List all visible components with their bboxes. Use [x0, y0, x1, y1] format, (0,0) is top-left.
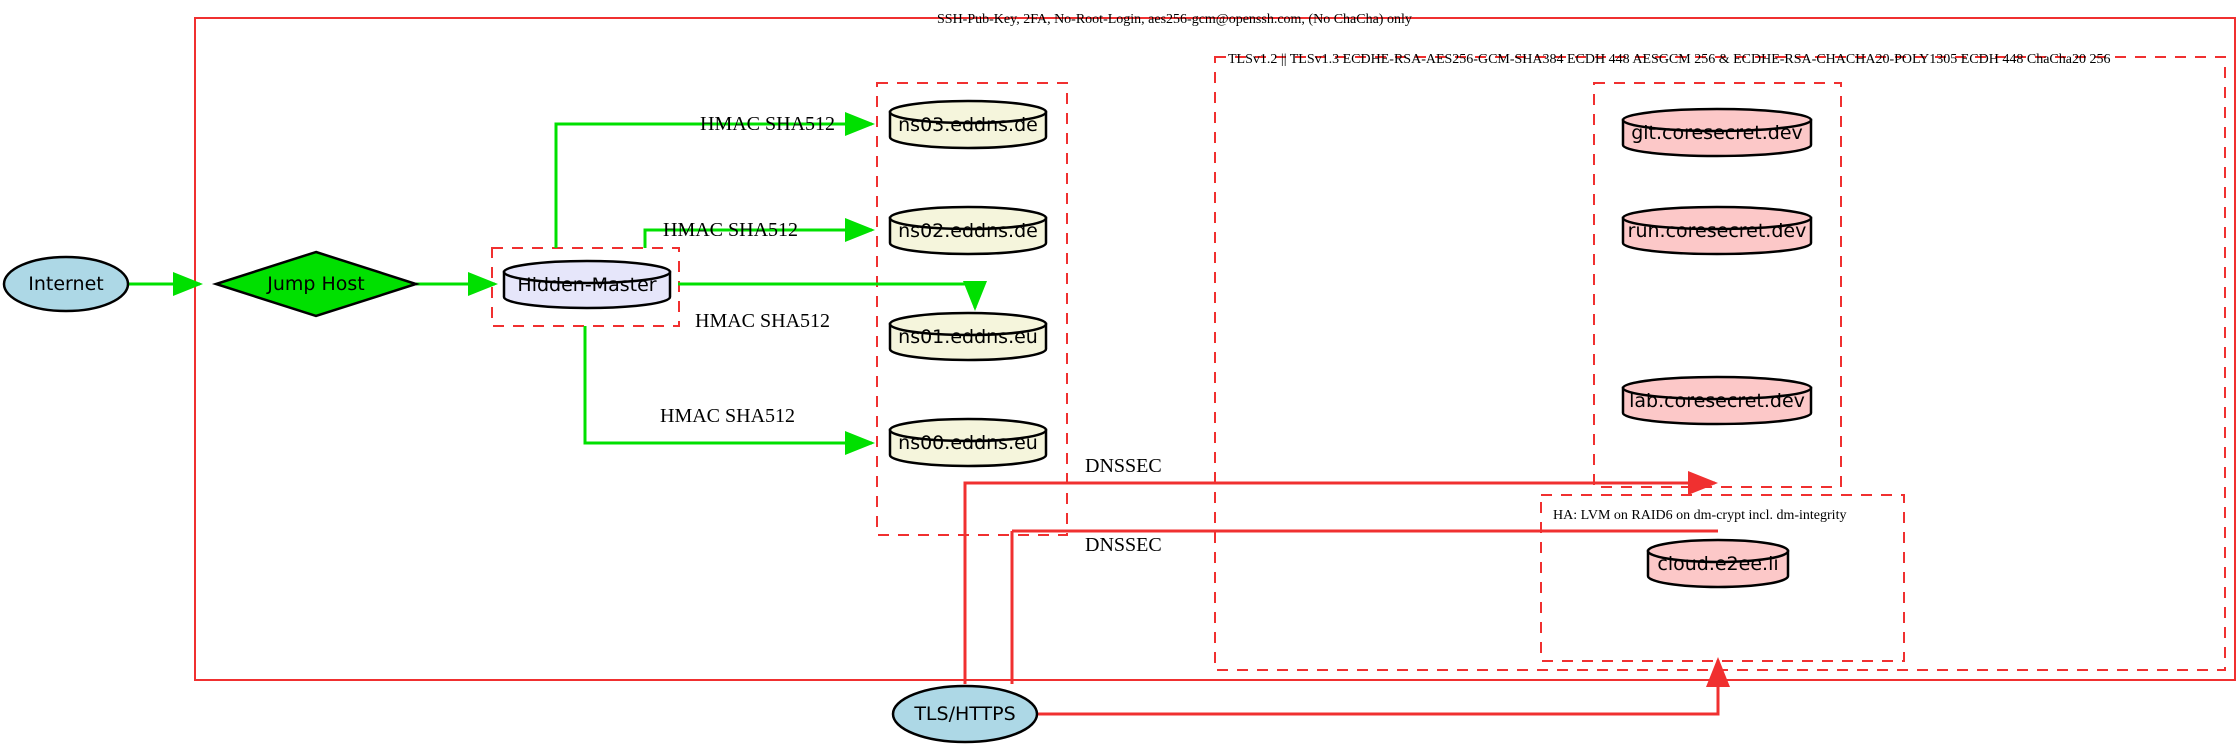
- node-run-shape[interactable]: [1621, 205, 1813, 256]
- node-ns01-shape[interactable]: [888, 311, 1048, 362]
- cluster-label-ha: HA: LVM on RAID6 on dm-crypt incl. dm-in…: [1553, 508, 1847, 523]
- edge-tlshttps-to-coresecret: [963, 471, 1718, 684]
- edge-label-hmac-ns00: HMAC SHA512: [660, 405, 796, 427]
- node-cloud-shape[interactable]: [1646, 538, 1790, 589]
- edge-master-to-ns00: [583, 326, 875, 455]
- edge-master-to-ns02: [643, 218, 875, 248]
- edge-label-dnssec-upper: DNSSEC: [1085, 455, 1162, 477]
- edge-master-to-ns03: [554, 112, 875, 248]
- node-git-shape[interactable]: [1621, 107, 1813, 158]
- cluster-label-outer: SSH-Pub-Key, 2FA, No-Root-Login, aes256-…: [937, 12, 1412, 27]
- edge-dnssec-connector-upper: [1010, 529, 1718, 684]
- node-ns02-shape[interactable]: [888, 205, 1048, 256]
- cluster-coresecret: [1593, 82, 1842, 488]
- edge-label-hmac-ns02: HMAC SHA512: [663, 219, 799, 241]
- edge-label-hmac-ns01: HMAC SHA512: [695, 310, 831, 332]
- node-lab-shape[interactable]: [1621, 375, 1813, 426]
- node-internet-shape[interactable]: [2, 255, 130, 313]
- node-tlshttps-shape[interactable]: [891, 684, 1039, 744]
- edge-master-to-ns01: [678, 281, 987, 311]
- edge-tlshttps-to-ha: [1010, 657, 1730, 716]
- edge-label-hmac-ns03: HMAC SHA512: [700, 113, 836, 135]
- node-ns03-shape[interactable]: [888, 99, 1048, 150]
- node-master-shape[interactable]: [502, 259, 672, 310]
- edge-label-dnssec-lower: DNSSEC: [1085, 534, 1162, 556]
- cluster-label-tls: TLSv1.2 || TLSv1.3 ECDHE-RSA-AES256-GCM-…: [1228, 52, 2111, 67]
- node-jumphost-shape[interactable]: [211, 250, 421, 318]
- node-ns00-shape[interactable]: [888, 417, 1048, 468]
